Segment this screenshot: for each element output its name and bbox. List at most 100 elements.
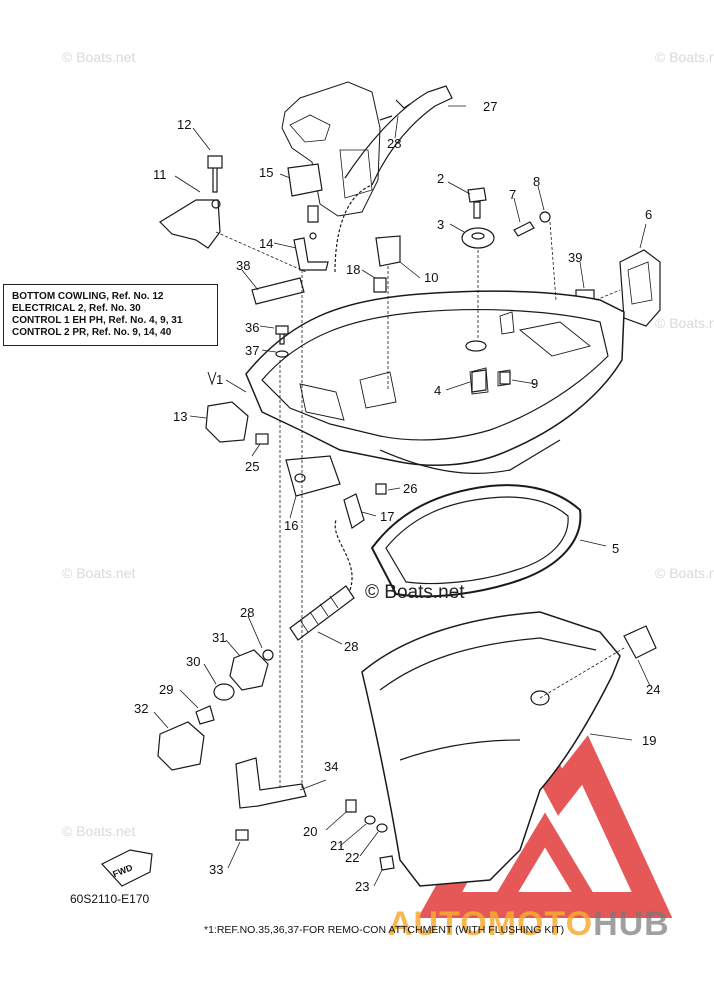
bottom-cowling-rim bbox=[261, 309, 609, 441]
bolt-20 bbox=[345, 799, 357, 813]
callout-1: 1 bbox=[216, 372, 223, 387]
washer-21 bbox=[364, 815, 376, 825]
watermark: © Boats.net bbox=[62, 823, 135, 839]
rubber-16 bbox=[285, 455, 341, 497]
washer-8 bbox=[539, 211, 551, 223]
brand-part2: HUB bbox=[593, 905, 670, 943]
callout-11: 11 bbox=[153, 167, 167, 182]
fitting-30 bbox=[195, 705, 215, 725]
hose-29 bbox=[289, 585, 355, 641]
screw-34 bbox=[235, 829, 249, 841]
screw-9 bbox=[499, 371, 511, 385]
callout-6: 6 bbox=[645, 207, 652, 222]
callout-31: 30 bbox=[186, 654, 200, 669]
callout-10: 10 bbox=[424, 270, 438, 285]
ring-31 bbox=[213, 683, 235, 701]
fwd-arrow-icon bbox=[101, 849, 153, 887]
hose-27-outline bbox=[334, 184, 373, 273]
callout-12: 12 bbox=[177, 117, 191, 132]
hose-29-tail bbox=[334, 519, 353, 591]
clip-28-lower bbox=[262, 649, 274, 661]
engine-bracket-detail bbox=[289, 114, 373, 199]
lower-cover-19-fold bbox=[379, 637, 597, 761]
reference-line: BOTTOM COWLING, Ref. No. 12 bbox=[12, 291, 164, 302]
center-watermark: © Boats.net bbox=[365, 582, 465, 603]
screw-7 bbox=[513, 221, 535, 237]
callout-33: 32 bbox=[134, 701, 148, 716]
callout-3: 3 bbox=[437, 217, 444, 232]
rubber-16-hole bbox=[294, 473, 306, 483]
seal-25 bbox=[255, 433, 269, 445]
figure-code: 60S2110-E170 bbox=[70, 892, 150, 906]
grommet-24 bbox=[623, 625, 657, 659]
watermark-group: © Boats.net © Boats.net © Boats.net © Bo… bbox=[62, 49, 714, 839]
lower-cover-19 bbox=[361, 611, 621, 887]
bottom-cowling-skirt bbox=[379, 439, 561, 474]
washer-22 bbox=[376, 823, 388, 833]
bolt-12 bbox=[207, 155, 223, 193]
seal-5-inner bbox=[385, 496, 569, 585]
grommet-33 bbox=[157, 721, 205, 771]
callout-14: 14 bbox=[259, 236, 273, 251]
callout-35: 34 bbox=[324, 759, 338, 774]
callout-18: 18 bbox=[346, 262, 360, 277]
hose-29-ribs bbox=[299, 595, 339, 633]
brand-part1: AUTOMOTO bbox=[388, 905, 594, 943]
watermark: © Boats.net bbox=[62, 565, 135, 581]
bracket-11 bbox=[159, 199, 221, 249]
grommet-3-hole bbox=[471, 232, 485, 240]
callout-21: 21 bbox=[330, 838, 344, 853]
lower-cover-19-hole bbox=[530, 690, 550, 706]
bracket-35 bbox=[235, 757, 307, 809]
clip-17 bbox=[343, 493, 365, 529]
callout-19: 19 bbox=[642, 733, 656, 748]
callout-9: 9 bbox=[531, 376, 538, 391]
screw-36 bbox=[275, 325, 289, 345]
reference-line: CONTROL 2 PR, Ref. No. 9, 14, 40 bbox=[12, 327, 172, 338]
bracket-6 bbox=[619, 249, 661, 327]
callout-34: 33 bbox=[209, 862, 223, 877]
callout-27: 27 bbox=[483, 99, 497, 114]
callout-17: 17 bbox=[380, 509, 394, 524]
connector-15 bbox=[287, 163, 323, 197]
watermark: © Boats.net bbox=[655, 315, 714, 331]
screw-26 bbox=[375, 483, 387, 495]
footnote: *1:REF.NO.35,36,37-FOR REMO-CON ATTCHMEN… bbox=[204, 924, 565, 936]
watermark: © Boats.net bbox=[655, 49, 714, 65]
grommet-13 bbox=[205, 401, 249, 443]
callout-8: 8 bbox=[533, 174, 540, 189]
callout-28: 28 bbox=[387, 136, 401, 151]
callout-25: 25 bbox=[245, 459, 259, 474]
callout-29: 28 bbox=[344, 639, 358, 654]
clip-28-top bbox=[379, 99, 411, 121]
reference-line: CONTROL 1 EH PH, Ref. No. 4, 9, 31 bbox=[12, 315, 183, 326]
callout-26: 26 bbox=[403, 481, 417, 496]
watermark: © Boats.net bbox=[62, 49, 135, 65]
bottom-cowling-1 bbox=[245, 290, 625, 467]
leader-lines bbox=[153, 105, 651, 887]
nut-32 bbox=[229, 649, 269, 691]
reference-box: BOTTOM COWLING, Ref. No. 12 ELECTRICAL 2… bbox=[3, 284, 218, 346]
washer-14 bbox=[309, 232, 317, 240]
cowling-hole bbox=[465, 340, 487, 352]
grommet-3 bbox=[461, 227, 495, 249]
grommet-10 bbox=[375, 235, 401, 267]
label-39 bbox=[251, 277, 305, 305]
callout-36: 36 bbox=[245, 320, 259, 335]
callout-28-lower: 28 bbox=[240, 605, 254, 620]
callout-38: 39 bbox=[568, 250, 582, 265]
callout-30: 29 bbox=[159, 682, 173, 697]
callout-23: 23 bbox=[355, 879, 369, 894]
callout-20: 20 bbox=[303, 824, 317, 839]
callout-32: 31 bbox=[212, 630, 226, 645]
callout-4: 4 bbox=[434, 383, 441, 398]
callout-22: 22 bbox=[345, 850, 359, 865]
fitting-4 bbox=[471, 369, 487, 393]
callout-7: 7 bbox=[509, 187, 516, 202]
bracket-14 bbox=[293, 237, 329, 271]
screw-14 bbox=[307, 205, 319, 223]
bracket-6-detail bbox=[627, 261, 653, 305]
callout-13: 13 bbox=[173, 409, 187, 424]
callout-37: 37 bbox=[245, 343, 259, 358]
